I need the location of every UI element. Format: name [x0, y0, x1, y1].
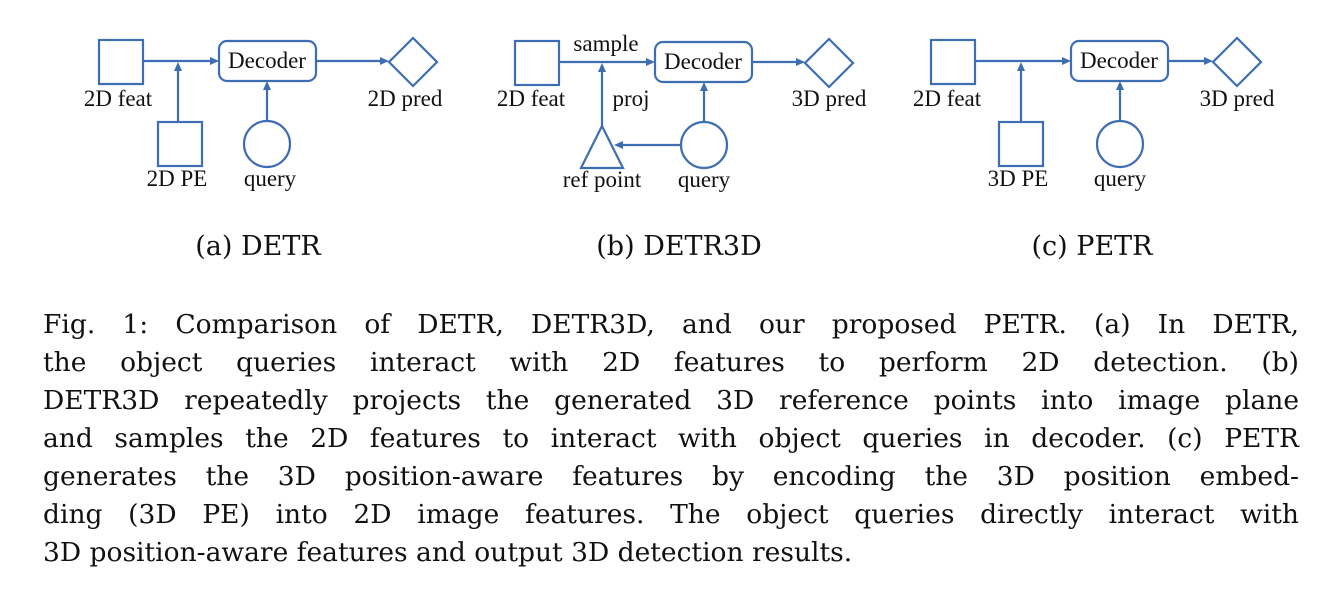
panel-a-2d-feat-box	[97, 38, 145, 86]
panel-c-2d-feat-box	[929, 38, 977, 86]
panel-a-caption: (a) DETR	[195, 231, 321, 262]
caption-line-1: Fig. 1: Comparison of DETR, DETR3D, and …	[43, 309, 1299, 340]
panel-a-query-label: query	[244, 166, 297, 191]
panel-a-pred-diamond	[387, 36, 439, 88]
panel-b-ref-point-triangle	[579, 123, 625, 170]
panel-c-petr: Decoder 2D feat 3D pred 3D PE query (c) …	[913, 36, 1275, 262]
panel-a-decoder-label: Decoder	[228, 48, 306, 73]
panel-a-2d-pe-box	[156, 120, 204, 168]
panel-c-decoder-label: Decoder	[1080, 48, 1158, 73]
panel-c-pred-label: 3D pred	[1200, 86, 1275, 111]
caption-line-6: ding (3D PE) into 2D image features. The…	[43, 499, 1299, 530]
panel-b-caption: (b) DETR3D	[596, 231, 761, 262]
caption-line-7: 3D position-aware features and output 3D…	[43, 537, 853, 568]
panel-b-query-to-ref-arrowhead	[614, 141, 623, 149]
panel-b-query-label: query	[678, 167, 731, 192]
panel-a-feat-label: 2D feat	[84, 86, 153, 111]
panel-c-feat-label: 2D feat	[913, 86, 982, 111]
panel-a-pred-label: 2D pred	[368, 86, 443, 111]
panel-c-pe-arrowhead	[1017, 62, 1025, 71]
caption-line-2: the object queries interact with 2D feat…	[43, 347, 1299, 378]
panel-b-pred-label: 3D pred	[792, 86, 867, 111]
panel-a-query-circle	[242, 119, 292, 169]
caption-line-5: generates the 3D position-aware features…	[43, 461, 1299, 492]
caption-line-4: and samples the 2D features to interact …	[43, 423, 1299, 454]
panel-b-query-circle	[679, 120, 729, 170]
panel-c-pred-diamond	[1211, 36, 1263, 88]
caption-line-3: DETR3D repeatedly projects the generated…	[43, 385, 1299, 416]
panel-a-pe-label: 2D PE	[147, 166, 208, 191]
panel-b-sample-label: sample	[573, 31, 638, 56]
panel-b-proj-label: proj	[612, 86, 649, 111]
panel-b-detr3d: sample Decoder 2D feat 3D pred proj ref …	[497, 31, 867, 262]
panel-c-query-arrowhead	[1116, 81, 1124, 90]
panel-a-decoder-to-pred-arrowhead	[380, 57, 389, 65]
panel-b-feat-label: 2D feat	[497, 86, 566, 111]
panel-b-pred-diamond	[803, 37, 855, 89]
figure-diagrams: Decoder 2D feat 2D pred 2D PE query (a) …	[0, 0, 1342, 300]
panel-c-query-label: query	[1094, 166, 1147, 191]
diagram-canvas: Decoder 2D feat 2D pred 2D PE query (a) …	[84, 31, 1275, 262]
panel-b-proj-arrowhead	[598, 63, 606, 72]
panel-b-2d-feat-box	[513, 39, 561, 87]
panel-a-pe-arrowhead	[174, 62, 182, 71]
panel-b-query-arrowhead	[700, 82, 708, 91]
panel-b-feat-to-decoder-arrowhead	[646, 58, 655, 66]
panel-c-query-circle	[1095, 119, 1145, 169]
panel-c-caption: (c) PETR	[1032, 231, 1154, 262]
panel-a-feat-to-decoder-arrowhead	[210, 57, 219, 65]
panel-a-query-arrowhead	[263, 81, 271, 90]
panel-a-detr: Decoder 2D feat 2D pred 2D PE query (a) …	[84, 36, 443, 262]
panel-b-decoder-to-pred-arrowhead	[796, 58, 805, 66]
panel-b-decoder-label: Decoder	[664, 49, 742, 74]
panel-c-3d-pe-box	[997, 120, 1045, 168]
panel-b-ref-label: ref point	[563, 167, 642, 192]
panel-c-pe-label: 3D PE	[988, 166, 1049, 191]
panel-c-feat-to-decoder-arrowhead	[1062, 57, 1071, 65]
figure-caption: Fig. 1: Comparison of DETR, DETR3D, and …	[43, 306, 1299, 572]
panel-c-decoder-to-pred-arrowhead	[1204, 57, 1213, 65]
